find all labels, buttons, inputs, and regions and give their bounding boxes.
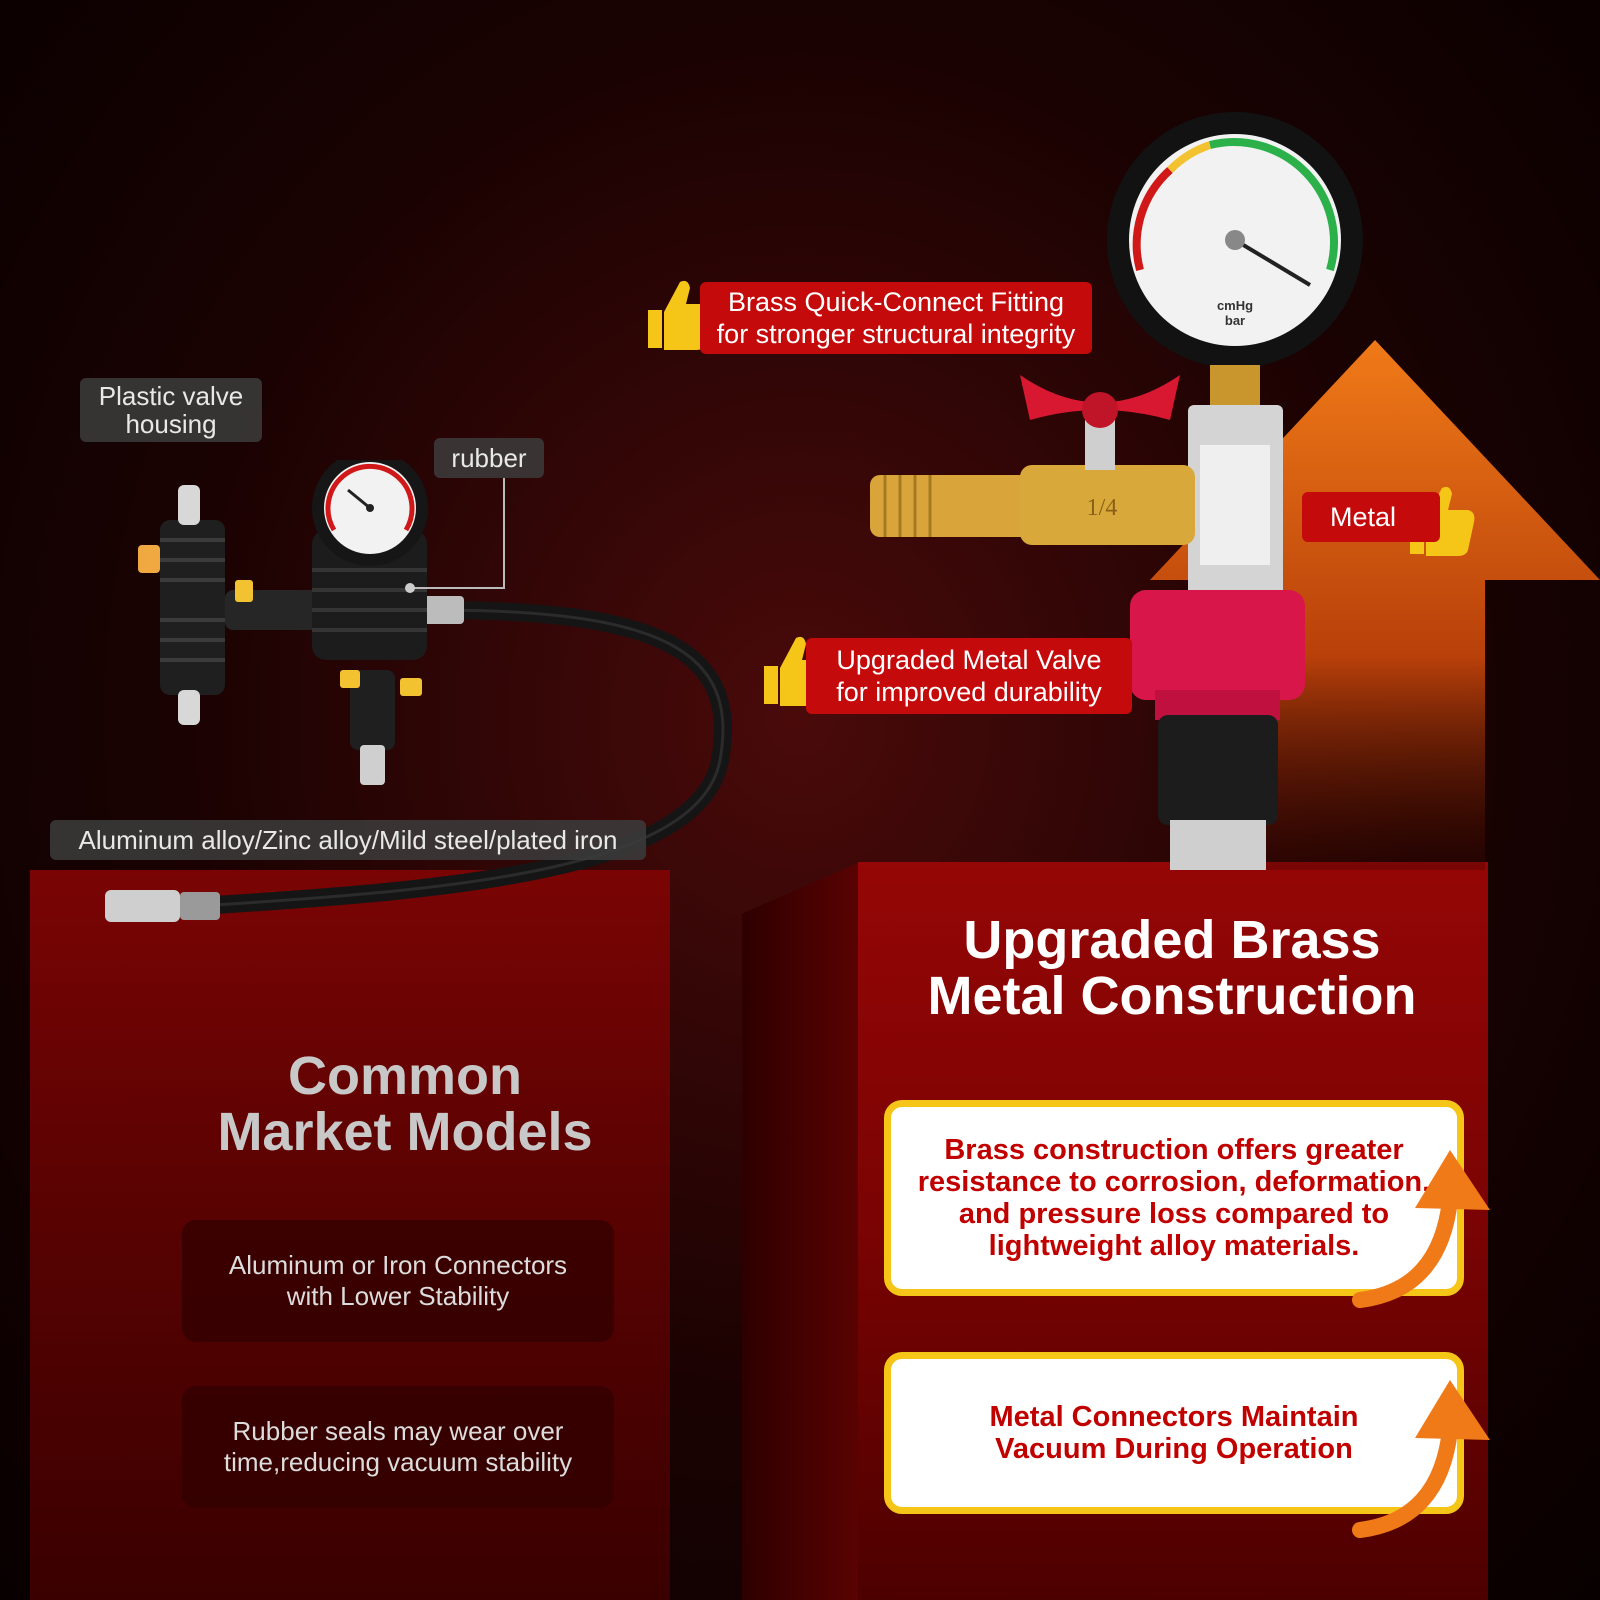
- curved-arrow-icon: [1352, 1380, 1490, 1538]
- valve-marking: 1/4: [1087, 495, 1118, 521]
- metal-valve-callout: Upgraded Metal Valve for improved durabi…: [806, 638, 1132, 714]
- plastic-housing-label: Plastic valve housing: [80, 378, 262, 442]
- common-point-connectors: Aluminum or Iron Connectors with Lower S…: [182, 1220, 614, 1342]
- metal-callout: Metal: [1302, 492, 1440, 542]
- brass-fitting-callout: Brass Quick-Connect Fitting for stronger…: [700, 282, 1092, 354]
- vacuum-benefit-box: Metal Connectors Maintain Vacuum During …: [884, 1352, 1464, 1514]
- curved-arrow-icon: [1352, 1150, 1490, 1308]
- brass-benefit-box: Brass construction offers greater resist…: [884, 1100, 1464, 1296]
- rubber-label: rubber: [434, 438, 544, 478]
- gauge-unit-bar: bar: [1225, 313, 1245, 328]
- common-tester-illustration: [105, 460, 732, 922]
- common-models-heading: Common Market Models: [217, 1046, 593, 1162]
- material-label: Aluminum alloy/Zinc alloy/Mild steel/pla…: [50, 820, 646, 860]
- upgraded-heading: Upgraded Brass Metal Construction: [927, 910, 1417, 1026]
- rubber-leader-line: [405, 478, 505, 593]
- right-pillar-side: [742, 862, 860, 1600]
- gauge-unit-cmhg: cmHg: [1217, 298, 1253, 313]
- upgraded-tester-illustration: cmHg bar 1/4: [870, 112, 1363, 870]
- common-point-seals: Rubber seals may wear over time,reducing…: [182, 1386, 614, 1508]
